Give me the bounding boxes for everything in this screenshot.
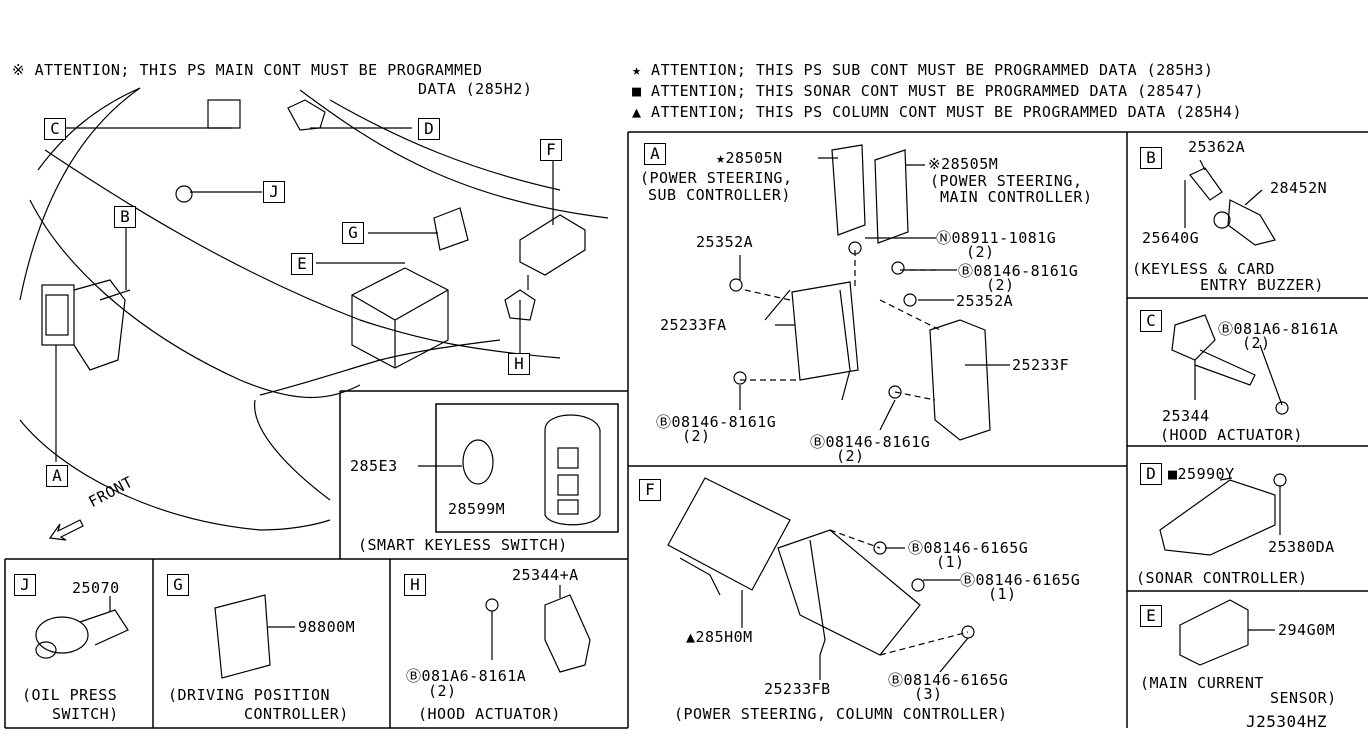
panel-A-screw-left: 25352A — [696, 233, 754, 251]
panel-A-tag: A — [644, 143, 666, 165]
note-sonar-cont: ■ ATTENTION; THIS SONAR CONT MUST BE PRO… — [632, 82, 1204, 100]
panel-H-caption: (HOOD ACTUATOR) — [418, 705, 561, 723]
panel-F-bolt-3: Ⓑ08146-6165G — [888, 671, 1009, 689]
panel-J-part: 25070 — [72, 579, 120, 597]
panel-A-sub-part: ★28505N — [716, 149, 783, 167]
panel-A-bolt-1: Ⓑ08146-8161G — [958, 262, 1079, 280]
panel-J-caption-2: SWITCH) — [52, 705, 119, 723]
panel-A-main-caption-2: MAIN CONTROLLER) — [940, 188, 1093, 206]
callout-B: B — [114, 206, 136, 228]
panel-H-part: 25344+A — [512, 566, 579, 584]
panel-G-caption-1: (DRIVING POSITION — [168, 686, 331, 704]
panel-B-part-left: 25640G — [1142, 229, 1200, 247]
panel-F-tag: F — [639, 479, 661, 501]
callout-G: G — [342, 222, 364, 244]
panel-G-caption-2: CONTROLLER) — [244, 705, 349, 723]
panel-F-bracket: 25233FB — [764, 680, 831, 698]
panel-A-main-caption-1: (POWER STEERING, — [930, 172, 1083, 190]
callout-J: J — [263, 181, 285, 203]
panel-C-part: 25344 — [1162, 407, 1210, 425]
panel-C-bolt-qty: (2) — [1242, 334, 1271, 352]
panel-C-caption: (HOOD ACTUATOR) — [1160, 426, 1303, 444]
panel-E-tag: E — [1140, 605, 1162, 627]
panel-D-part-top: ■25990Y — [1168, 465, 1235, 483]
panel-H-bolt-qty: (2) — [428, 682, 457, 700]
panel-F-bolt-2-qty: (1) — [988, 585, 1017, 603]
panel-E-part: 294G0M — [1278, 621, 1336, 639]
panel-F-bolt-3-qty: (3) — [914, 685, 943, 703]
panel-A-sub-caption-1: (POWER STEERING, — [640, 169, 793, 187]
callout-H: H — [508, 353, 530, 375]
note-main-cont-line2: DATA (285H2) — [418, 80, 533, 98]
note-sub-cont: ★ ATTENTION; THIS PS SUB CONT MUST BE PR… — [632, 61, 1214, 79]
panel-F-caption: (POWER STEERING, COLUMN CONTROLLER) — [674, 705, 1008, 723]
panel-D-caption: (SONAR CONTROLLER) — [1136, 569, 1308, 587]
panel-A-nut: Ⓝ08911-1081G — [936, 229, 1057, 247]
panel-A-nut-qty: (2) — [966, 243, 995, 261]
panel-B-tag: B — [1140, 147, 1162, 169]
callout-D: D — [418, 118, 440, 140]
panel-B-caption-1: (KEYLESS & CARD — [1132, 260, 1275, 278]
note-main-cont-line1: ※ ATTENTION; THIS PS MAIN CONT MUST BE P… — [12, 61, 483, 79]
callout-E: E — [291, 253, 313, 275]
smart-keyless-part-285E3: 285E3 — [350, 457, 398, 475]
panel-F-part-left: ▲285H0M — [686, 628, 753, 646]
panel-E-caption-1: (MAIN CURRENT — [1140, 674, 1264, 692]
callout-A: A — [46, 465, 68, 487]
panel-A-bolt-2: Ⓑ08146-8161G — [656, 413, 777, 431]
panel-J-caption-1: (OIL PRESS — [22, 686, 118, 704]
panel-F-bolt-1-qty: (1) — [936, 553, 965, 571]
panel-A-bolt-3: Ⓑ08146-8161G — [810, 433, 931, 451]
panel-G-part: 98800M — [298, 618, 356, 636]
panel-A-bolt-2-qty: (2) — [682, 427, 711, 445]
panel-A-main-part: ※28505M — [928, 155, 999, 173]
panel-F-bolt-1: Ⓑ08146-6165G — [908, 539, 1029, 557]
panel-H-bolt: Ⓑ081A6-8161A — [406, 667, 527, 685]
panel-B-caption-2: ENTRY BUZZER) — [1200, 276, 1324, 294]
callout-C: C — [44, 118, 66, 140]
callout-F: F — [540, 139, 562, 161]
panel-A-sub-caption-2: SUB CONTROLLER) — [648, 186, 791, 204]
panel-B-part-right: 28452N — [1270, 179, 1328, 197]
panel-H-tag: H — [404, 574, 426, 596]
diagram-id: J25304HZ — [1246, 712, 1328, 731]
smart-keyless-part-28599M: 28599M — [448, 500, 506, 518]
panel-D-part-right: 25380DA — [1268, 538, 1335, 556]
panel-C-bolt: Ⓑ081A6-8161A — [1218, 320, 1339, 338]
panel-A-bolt-3-qty: (2) — [836, 447, 865, 465]
panel-F-bolt-2: Ⓑ08146-6165G — [960, 571, 1081, 589]
smart-keyless-caption: (SMART KEYLESS SWITCH) — [358, 536, 568, 554]
panel-C-tag: C — [1140, 310, 1162, 332]
panel-A-bracket-left: 25233FA — [660, 316, 727, 334]
panel-G-tag: G — [167, 574, 189, 596]
panel-J-tag: J — [14, 574, 36, 596]
panel-B-part-top: 25362A — [1188, 138, 1246, 156]
panel-A-screw-right: 25352A — [956, 292, 1014, 310]
panel-E-caption-2: SENSOR) — [1270, 689, 1337, 707]
note-column-cont: ▲ ATTENTION; THIS PS COLUMN CONT MUST BE… — [632, 103, 1242, 121]
panel-D-tag: D — [1140, 463, 1162, 485]
panel-A-bracket-right: 25233F — [1012, 356, 1070, 374]
vehicle-overview-illustration — [19, 87, 609, 541]
panel-A-bolt-1-qty: (2) — [986, 276, 1015, 294]
